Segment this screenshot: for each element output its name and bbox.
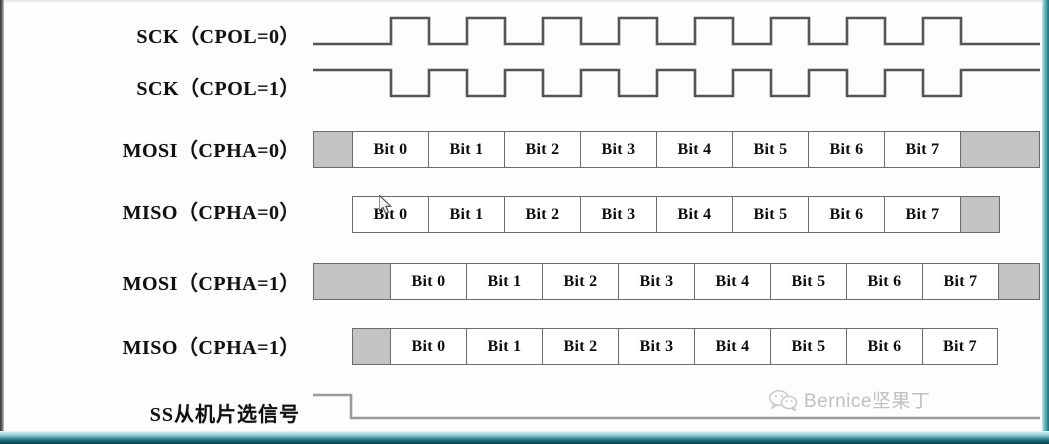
idle-cell-trailing	[960, 131, 1040, 168]
row-label-miso-cpha0: MISO（CPHA=0）	[122, 202, 300, 224]
bit-cell-3: Bit 3	[580, 196, 656, 233]
bit-cell-3: Bit 3	[580, 131, 656, 168]
bit-cell-4: Bit 4	[694, 328, 770, 365]
bit-cell-0: Bit 0	[352, 196, 428, 233]
idle-cell-trailing	[998, 263, 1040, 300]
bit-cell-4: Bit 4	[694, 263, 770, 300]
figure-top-edge	[0, 0, 1049, 3]
watermark: Bernice坚果丁	[768, 386, 930, 413]
watermark-text: Bernice坚果丁	[804, 391, 931, 412]
bit-cell-1: Bit 1	[428, 131, 504, 168]
bit-cell-7: Bit 7	[922, 328, 998, 365]
sck-cpol0-waveform	[313, 16, 1040, 46]
bit-cell-5: Bit 5	[770, 263, 846, 300]
idle-cell-leading	[313, 263, 390, 300]
idle-cell-leading	[313, 131, 352, 168]
row-label-mosi-cpha1: MOSI（CPHA=1）	[122, 273, 300, 295]
bit-cell-2: Bit 2	[504, 196, 580, 233]
ss-chip-select-waveform	[313, 393, 1040, 420]
bit-cell-3: Bit 3	[618, 263, 694, 300]
bit-cell-2: Bit 2	[542, 328, 618, 365]
bit-cell-5: Bit 5	[770, 328, 846, 365]
idle-cell-trailing	[960, 196, 1000, 233]
bit-cell-2: Bit 2	[504, 131, 580, 168]
figure-bottom-border	[0, 431, 1049, 444]
bit-cell-6: Bit 6	[846, 328, 922, 365]
bit-cell-6: Bit 6	[808, 196, 884, 233]
bit-cell-6: Bit 6	[846, 263, 922, 300]
bit-cell-7: Bit 7	[884, 131, 960, 168]
row-label-miso-cpha1: MISO（CPHA=1）	[122, 337, 300, 359]
bit-cell-2: Bit 2	[542, 263, 618, 300]
data-row-mosi-cpha0: Bit 0 Bit 1 Bit 2 Bit 3 Bit 4 Bit 5 Bit …	[313, 131, 1040, 168]
bit-cell-1: Bit 1	[428, 196, 504, 233]
bit-cell-3: Bit 3	[618, 328, 694, 365]
bit-cell-0: Bit 0	[352, 131, 428, 168]
figure-left-border	[0, 0, 4, 444]
data-row-mosi-cpha1: Bit 0 Bit 1 Bit 2 Bit 3 Bit 4 Bit 5 Bit …	[313, 263, 1040, 300]
bit-cell-7: Bit 7	[922, 263, 998, 300]
idle-cell-leading	[352, 328, 390, 365]
row-label-ss: SS从机片选信号	[149, 404, 300, 426]
bit-cell-5: Bit 5	[732, 131, 808, 168]
bit-cell-1: Bit 1	[466, 328, 542, 365]
bit-cell-0: Bit 0	[390, 328, 466, 365]
figure-right-border	[1042, 0, 1049, 444]
bit-cell-5: Bit 5	[732, 196, 808, 233]
bit-cell-0: Bit 0	[390, 263, 466, 300]
bit-cell-1: Bit 1	[466, 263, 542, 300]
bit-cell-4: Bit 4	[656, 196, 732, 233]
bit-cell-4: Bit 4	[656, 131, 732, 168]
row-label-sck-cpol0: SCK（CPOL=0）	[136, 26, 300, 48]
data-row-miso-cpha1: Bit 0 Bit 1 Bit 2 Bit 3 Bit 4 Bit 5 Bit …	[352, 328, 1005, 365]
wechat-icon	[769, 389, 798, 411]
row-label-sck-cpol1: SCK（CPOL=1）	[136, 78, 300, 100]
sck-cpol1-waveform	[313, 68, 1040, 98]
bit-cell-7: Bit 7	[884, 196, 960, 233]
bit-cell-6: Bit 6	[808, 131, 884, 168]
data-row-miso-cpha0: Bit 0 Bit 1 Bit 2 Bit 3 Bit 4 Bit 5 Bit …	[352, 196, 1000, 233]
row-label-mosi-cpha0: MOSI（CPHA=0）	[122, 140, 300, 162]
